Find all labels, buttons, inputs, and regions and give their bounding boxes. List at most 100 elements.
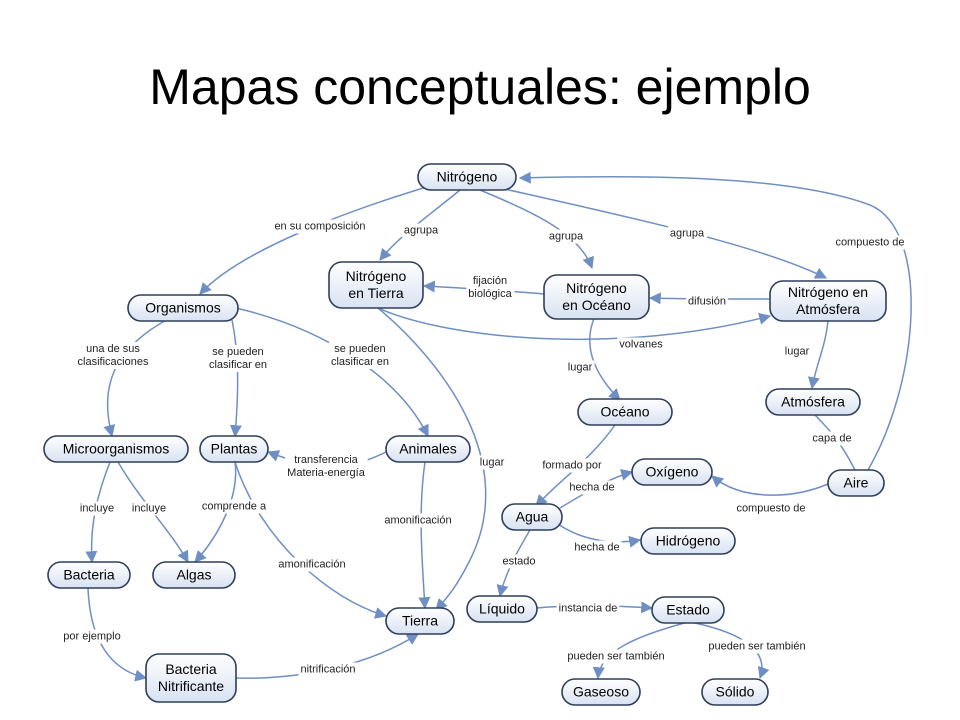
svg-text:en su composición: en su composición — [274, 221, 365, 233]
node-label: Bacteria — [165, 661, 217, 677]
edge-label-text: incluye — [80, 503, 114, 515]
node-label: Bacteria — [63, 567, 115, 583]
svg-text:Hidrógeno: Hidrógeno — [656, 533, 721, 549]
edge-label-bg — [382, 513, 454, 528]
node-label: Líquido — [479, 601, 525, 617]
svg-text:amonificación: amonificación — [384, 515, 451, 527]
node-bacteria: Bacteria — [47, 561, 131, 589]
edge-label-text: pueden ser también — [567, 651, 664, 663]
edge-label-bg — [833, 235, 907, 250]
svg-text:incluye: incluye — [132, 503, 166, 515]
node-aire: Aire — [827, 469, 885, 497]
edge-label-text: amonificación — [384, 515, 451, 527]
edge-aire-nitrogeno — [518, 171, 912, 471]
edge-label-bg — [565, 360, 595, 375]
svg-text:formado por: formado por — [542, 460, 602, 472]
node-algas: Algas — [152, 561, 236, 589]
edge-plantas-algas — [194, 461, 237, 563]
node-label: Nitrificante — [158, 678, 224, 694]
node-box — [199, 435, 269, 463]
node-box — [631, 458, 713, 486]
node-box — [145, 653, 237, 703]
node-oxigeno: Oxígeno — [631, 458, 713, 486]
node-box — [417, 163, 517, 191]
svg-text:Oxígeno: Oxígeno — [646, 464, 699, 480]
edge-label-estado-lbl: estado — [500, 554, 538, 569]
node-label: Nitrógeno — [566, 280, 627, 296]
edge-label-bg — [466, 274, 515, 301]
node-box — [543, 274, 650, 320]
svg-text:Aire: Aire — [844, 475, 869, 491]
edge-ntierra-tierra — [377, 307, 487, 611]
node-label: Nitrógeno en — [788, 284, 868, 300]
edge-label-agrupa-1: agrupa — [401, 223, 442, 238]
edge-noceano-oceano — [589, 315, 621, 401]
edge-label-lugar-3: lugar — [477, 455, 507, 470]
edge-label-formado-por: formado por — [540, 458, 604, 473]
slide-title: Mapas conceptuales: ejemplo — [149, 59, 811, 115]
edge-label-text: compuesto de — [736, 503, 805, 515]
svg-text:Líquido: Líquido — [479, 601, 525, 617]
edge-label-text: compuesto de — [835, 237, 904, 249]
svg-text:estado: estado — [502, 556, 535, 568]
edge-label-bg — [782, 344, 812, 359]
svg-text:por ejemplo: por ejemplo — [63, 631, 120, 643]
edge-label-por-ejemplo: por ejemplo — [61, 629, 123, 644]
node-organismos: Organismos — [127, 294, 239, 322]
edge-label-capa-de: capa de — [810, 431, 854, 446]
edge-label-difusion: difusión — [686, 294, 728, 309]
node-box — [827, 469, 885, 497]
edge-label-pueden-ser-1: pueden ser también — [565, 649, 667, 664]
edge-label-bg — [546, 229, 587, 244]
svg-text:agrupa: agrupa — [670, 228, 705, 240]
node-box — [43, 435, 189, 463]
node-box — [47, 561, 131, 589]
edge-label-text: hecha de — [574, 542, 619, 554]
edge-label-en-su-composicion: en su composición — [272, 219, 368, 234]
edge-label-bg — [810, 431, 854, 446]
node-label: Nitrógeno — [346, 268, 407, 284]
node-label: Animales — [399, 441, 457, 457]
edge-label-incluye-1: incluye — [77, 501, 117, 516]
svg-text:capa de: capa de — [812, 433, 851, 445]
edge-label-bg — [61, 629, 123, 644]
svg-text:pueden ser también: pueden ser también — [567, 651, 664, 663]
svg-text:lugar: lugar — [480, 457, 505, 469]
edge-label-bg — [285, 453, 368, 480]
svg-text:Sólido: Sólido — [716, 684, 755, 700]
svg-text:Organismos: Organismos — [145, 300, 220, 316]
svg-text:difusión: difusión — [688, 296, 726, 308]
node-box — [385, 435, 471, 463]
node-box — [501, 503, 563, 531]
edge-label-bg — [401, 223, 442, 238]
edge-label-text: instancia de — [559, 603, 618, 615]
node-box — [127, 294, 239, 322]
edge-label-text: por ejemplo — [63, 631, 120, 643]
edge-label-text: una de sus — [86, 343, 140, 355]
node-label: Agua — [516, 509, 549, 525]
node-hidrogeno: Hidrógeno — [640, 527, 736, 555]
edge-label-hecha-de-2: hecha de — [572, 540, 622, 555]
node-label: Gaseoso — [573, 684, 629, 700]
edge-label-text: lugar — [568, 362, 593, 374]
edge-label-agrupa-3: agrupa — [667, 226, 708, 241]
edge-label-text: hecha de — [569, 482, 614, 494]
edge-label-amonificacion-1: amonificación — [382, 513, 454, 528]
edge-label-text: fijación — [473, 275, 507, 287]
edge-nitrogeno-oceano — [479, 189, 594, 270]
edge-aire-oxigeno — [711, 475, 829, 496]
svg-text:nitrificación: nitrificación — [300, 664, 355, 676]
node-oceano: Océano — [577, 398, 673, 426]
node-animales: Animales — [385, 435, 471, 463]
node-box — [651, 596, 725, 624]
